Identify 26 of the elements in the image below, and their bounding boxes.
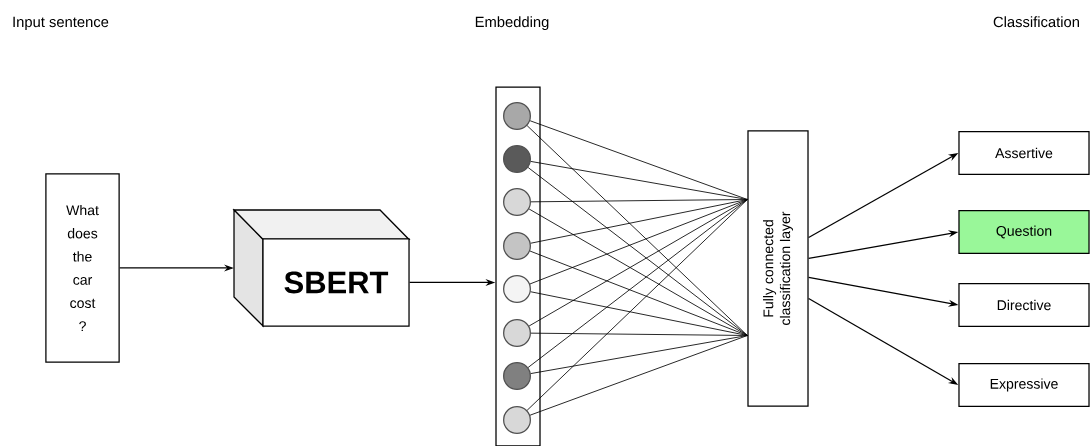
neuron-circle bbox=[503, 275, 531, 303]
connection-line bbox=[529, 120, 748, 200]
column-heading: Embedding bbox=[475, 16, 549, 31]
neuron-circle bbox=[503, 232, 531, 260]
neuron-circle bbox=[503, 145, 531, 173]
neuron-circle bbox=[503, 406, 531, 434]
connection-line bbox=[529, 335, 748, 416]
class-box: Expressive bbox=[958, 362, 1090, 408]
class-box: Directive bbox=[958, 282, 1090, 328]
connection-line bbox=[526, 199, 748, 411]
neuron-circle bbox=[503, 319, 531, 347]
column-heading: Classification bbox=[993, 16, 1079, 28]
class-box: Question bbox=[958, 209, 1090, 255]
neuron-circle bbox=[503, 188, 531, 216]
neuron-circle bbox=[503, 102, 531, 130]
neuron-circle bbox=[503, 362, 531, 390]
connection-line bbox=[530, 335, 748, 374]
input-box: What does the car cost ? bbox=[45, 173, 120, 363]
connection-line bbox=[527, 167, 748, 336]
layer-box: Fully connected classification layer bbox=[747, 130, 809, 407]
connection-line bbox=[529, 250, 748, 336]
connection-line bbox=[530, 291, 748, 336]
connection-line bbox=[530, 199, 748, 244]
class-box: Assertive bbox=[958, 130, 1090, 176]
connection-line bbox=[530, 161, 748, 200]
column-heading: Input sentence bbox=[13, 16, 109, 31]
